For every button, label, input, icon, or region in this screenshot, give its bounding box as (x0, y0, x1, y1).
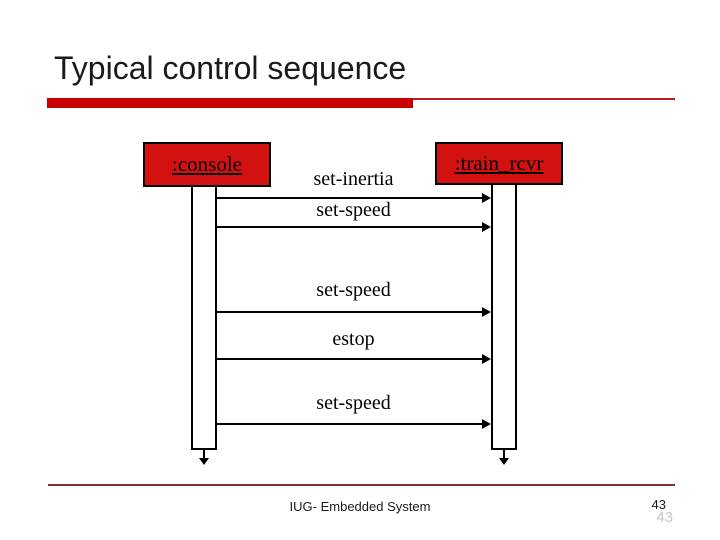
message-line (216, 311, 482, 313)
right-arrowhead-icon (482, 222, 491, 232)
activation-bar-console (191, 187, 217, 450)
message-label: set-speed (316, 279, 391, 301)
right-arrowhead-icon (482, 354, 491, 364)
message-label: set-inertia (313, 168, 394, 190)
footer-divider (48, 484, 675, 486)
down-arrow-icon (499, 458, 509, 465)
lifeline-tail-train-rcvr (503, 450, 505, 459)
lifeline-box-console: :console (143, 142, 271, 187)
footer-text: IUG- Embedded System (289, 499, 431, 514)
slide-title: Typical control sequence (54, 50, 407, 86)
title-underline-bar (47, 98, 413, 108)
lifeline-label-train-rcvr: :train_rcvr (454, 151, 544, 175)
right-arrowhead-icon (482, 193, 491, 203)
message-label: set-speed (316, 199, 391, 221)
right-arrowhead-icon (482, 419, 491, 429)
down-arrow-icon (199, 458, 209, 465)
title-underline-rule (413, 98, 675, 100)
message-line (216, 226, 482, 228)
message-line (216, 358, 482, 360)
page-number-ghost: 43 (656, 509, 673, 526)
message-label: estop (332, 328, 375, 350)
message-label: set-speed (316, 392, 391, 414)
lifeline-label-console: :console (172, 152, 242, 176)
page-number: 43 (651, 497, 666, 512)
message-line (216, 197, 482, 199)
lifeline-tail-console (203, 450, 205, 459)
right-arrowhead-icon (482, 307, 491, 317)
message-line (216, 423, 482, 425)
activation-bar-train-rcvr (491, 185, 517, 450)
lifeline-box-train-rcvr: :train_rcvr (435, 142, 563, 185)
